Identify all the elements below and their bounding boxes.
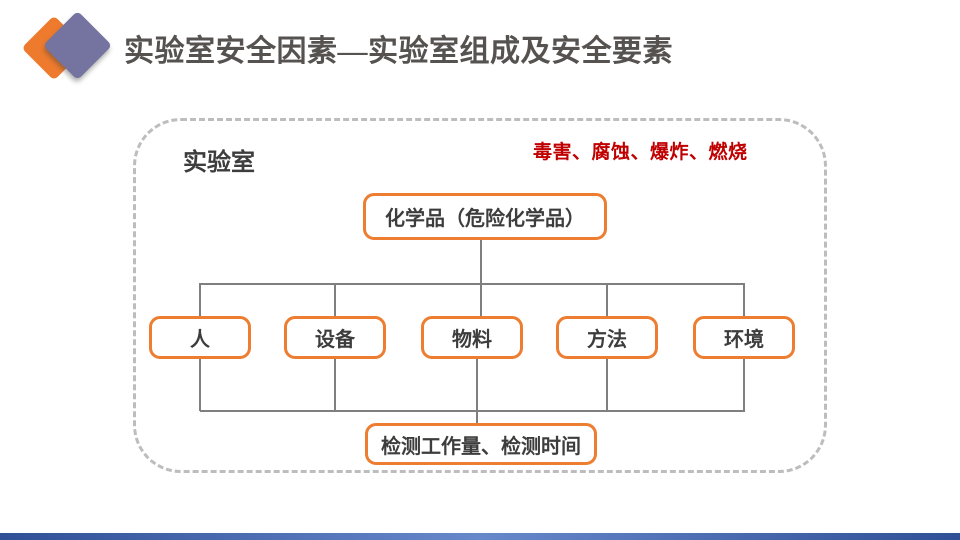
connector-stub-equipment [334, 283, 336, 316]
connector-stub-person [199, 283, 201, 316]
lab-dashed-frame [133, 118, 827, 473]
connector-down-method [606, 358, 608, 411]
lab-frame-label: 实验室 [183, 150, 255, 176]
connector-top-vertical [480, 239, 482, 317]
connector-lower-bus [200, 410, 745, 412]
connector-stub-method [606, 283, 608, 316]
connector-upper-bus [200, 283, 745, 285]
node-person: 人 [149, 316, 251, 359]
connector-stub-environment [743, 283, 745, 316]
hazard-keywords: 毒害、腐蚀、爆炸、燃烧 [533, 142, 748, 163]
node-environment: 环境 [693, 316, 795, 359]
connector-down-equipment [334, 358, 336, 411]
node-workload: 检测工作量、检测时间 [365, 423, 597, 465]
connector-down-material [476, 358, 478, 424]
node-chemicals: 化学品（危险化学品） [363, 193, 607, 240]
connector-down-person [199, 358, 201, 411]
footer-accent-bar [0, 533, 960, 540]
slide-title: 实验室安全因素—实验室组成及安全要素 [124, 35, 673, 68]
node-material: 物料 [421, 316, 523, 359]
connector-down-environment [743, 358, 745, 411]
node-equipment: 设备 [284, 316, 386, 359]
node-method: 方法 [556, 316, 658, 359]
